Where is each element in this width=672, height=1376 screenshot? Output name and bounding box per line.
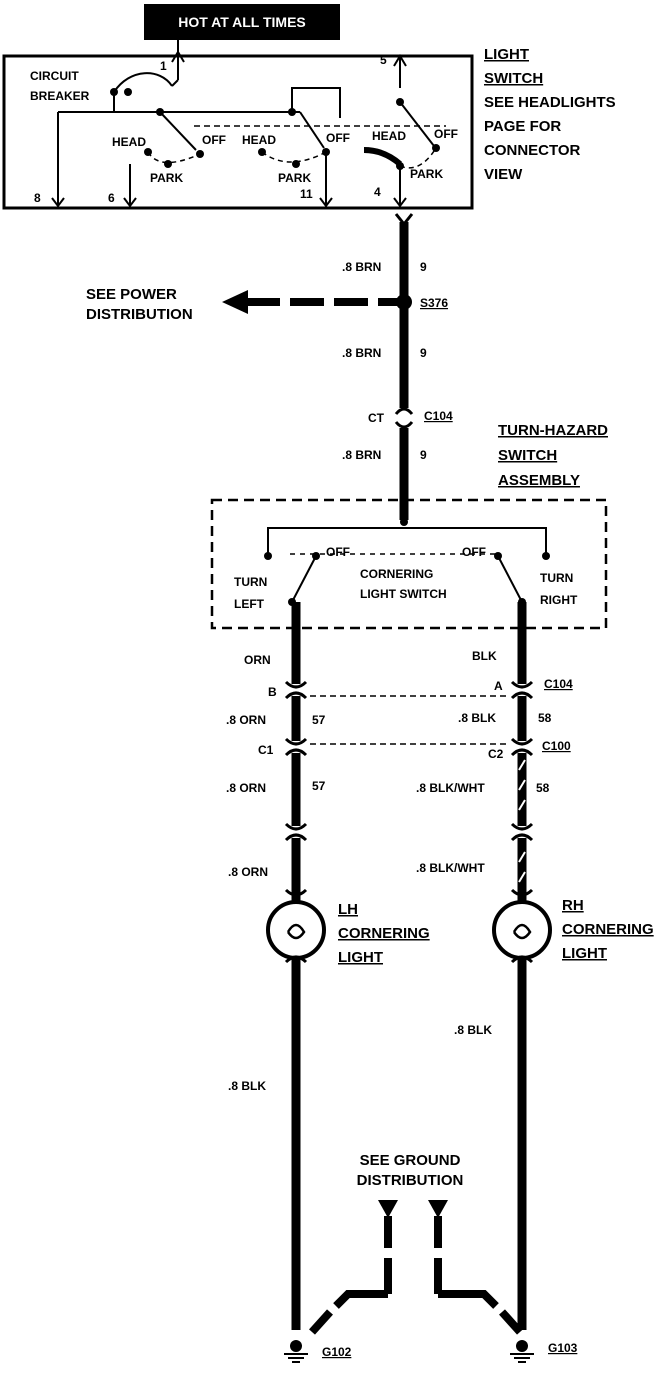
- turn-hazard-title-1: TURN-HAZARD: [498, 422, 608, 439]
- park-label-1: PARK: [150, 171, 183, 185]
- cornering-switch-label-1: CORNERING: [360, 567, 433, 581]
- turn-hazard-title-2: SWITCH: [498, 447, 557, 464]
- left-wire-a: ORN: [244, 653, 271, 667]
- ground-dist-label-1: SEE GROUND: [360, 1152, 461, 1169]
- rh-lamp-label-1: RH: [562, 897, 584, 914]
- rh-cornering-lamp: [492, 900, 552, 960]
- terminal-11: 11: [300, 187, 313, 201]
- rh-lamp-label-2: CORNERING: [562, 921, 654, 938]
- right-wire-b-circuit: 58: [538, 711, 552, 725]
- head-label-2: HEAD: [242, 133, 276, 147]
- right-pin-1: A: [494, 679, 503, 693]
- turn-left-label-1: TURN: [234, 575, 267, 589]
- left-wire-d: .8 ORN: [228, 865, 268, 879]
- cornering-switch-label-2: LIGHT SWITCH: [360, 587, 447, 601]
- park-label-3: PARK: [410, 167, 443, 181]
- power-dist-label-1: SEE POWER: [86, 286, 177, 303]
- feed-connector-pin: CT: [368, 411, 385, 425]
- turn-right-label-1: TURN: [540, 571, 573, 585]
- right-wire-d: .8 BLK/WHT: [416, 861, 485, 875]
- circuit-breaker-label-1: CIRCUIT: [30, 69, 79, 83]
- off-label-2: OFF: [326, 131, 350, 145]
- left-pin-1: B: [268, 685, 277, 699]
- off-label-left: OFF: [326, 545, 350, 559]
- left-wire-b: .8 ORN: [226, 713, 266, 727]
- power-dist-label-2: DISTRIBUTION: [86, 306, 193, 323]
- off-label-right: OFF: [462, 545, 486, 559]
- splice-label: S376: [420, 296, 448, 310]
- ground-g102: G102: [322, 1345, 352, 1359]
- off-label-1: OFF: [202, 133, 226, 147]
- circuit-breaker-label-2: BREAKER: [30, 89, 90, 103]
- head-label-3: HEAD: [372, 129, 406, 143]
- power-dist-arrow: [222, 290, 248, 314]
- right-connector-2: C100: [542, 739, 571, 753]
- feed-wire-2-label: .8 BRN: [342, 346, 381, 360]
- right-wire-c: .8 BLK/WHT: [416, 781, 485, 795]
- park-label-2: PARK: [278, 171, 311, 185]
- light-switch-note-2: PAGE FOR: [484, 118, 561, 135]
- terminal-8: 8: [34, 191, 41, 205]
- ground-g103: G103: [548, 1341, 578, 1355]
- lh-lamp-label-3: LIGHT: [338, 949, 383, 966]
- turn-left-label-2: LEFT: [234, 597, 265, 611]
- right-ground-wire: .8 BLK: [454, 1023, 492, 1037]
- right-wire-a: BLK: [472, 649, 497, 663]
- lh-lamp-label-1: LH: [338, 901, 358, 918]
- turn-right-label-2: RIGHT: [540, 593, 578, 607]
- feed-wire-1-circuit: 9: [420, 260, 427, 274]
- lh-lamp-label-2: CORNERING: [338, 925, 430, 942]
- feed-wire-1-label: .8 BRN: [342, 260, 381, 274]
- rh-lamp-label-3: LIGHT: [562, 945, 607, 962]
- feed-wire-2-circuit: 9: [420, 346, 427, 360]
- left-wire-b-circuit: 57: [312, 713, 326, 727]
- terminal-5: 5: [380, 53, 387, 67]
- feed-connector-label: C104: [424, 409, 453, 423]
- left-ground-wire: .8 BLK: [228, 1079, 266, 1093]
- left-pin-2: C1: [258, 743, 274, 757]
- light-switch-note-1: SEE HEADLIGHTS: [484, 94, 616, 111]
- terminal-4: 4: [374, 185, 381, 199]
- left-wire-c: .8 ORN: [226, 781, 266, 795]
- ground-dist-label-2: DISTRIBUTION: [357, 1172, 464, 1189]
- off-label-3: OFF: [434, 127, 458, 141]
- right-connector-1: C104: [544, 677, 573, 691]
- turn-hazard-box: [210, 498, 608, 630]
- light-switch-note-4: VIEW: [484, 166, 523, 183]
- feed-wire-3-circuit: 9: [420, 448, 427, 462]
- hot-label-box: [144, 4, 340, 40]
- light-switch-title-2: SWITCH: [484, 70, 543, 87]
- head-label-1: HEAD: [112, 135, 146, 149]
- terminal-6: 6: [108, 191, 115, 205]
- light-switch-note-3: CONNECTOR: [484, 142, 581, 159]
- hot-label: HOT AT ALL TIMES: [178, 14, 306, 30]
- left-wire-c-circuit: 57: [312, 779, 326, 793]
- right-pin-2: C2: [488, 747, 504, 761]
- right-wire-c-circuit: 58: [536, 781, 550, 795]
- light-switch-box: [2, 54, 474, 210]
- lh-cornering-lamp: [266, 900, 326, 960]
- feed-wire-3-label: .8 BRN: [342, 448, 381, 462]
- turn-hazard-title-3: ASSEMBLY: [498, 472, 580, 489]
- light-switch-title-1: LIGHT: [484, 46, 529, 63]
- terminal-1: 1: [160, 59, 167, 73]
- right-wire-b: .8 BLK: [458, 711, 496, 725]
